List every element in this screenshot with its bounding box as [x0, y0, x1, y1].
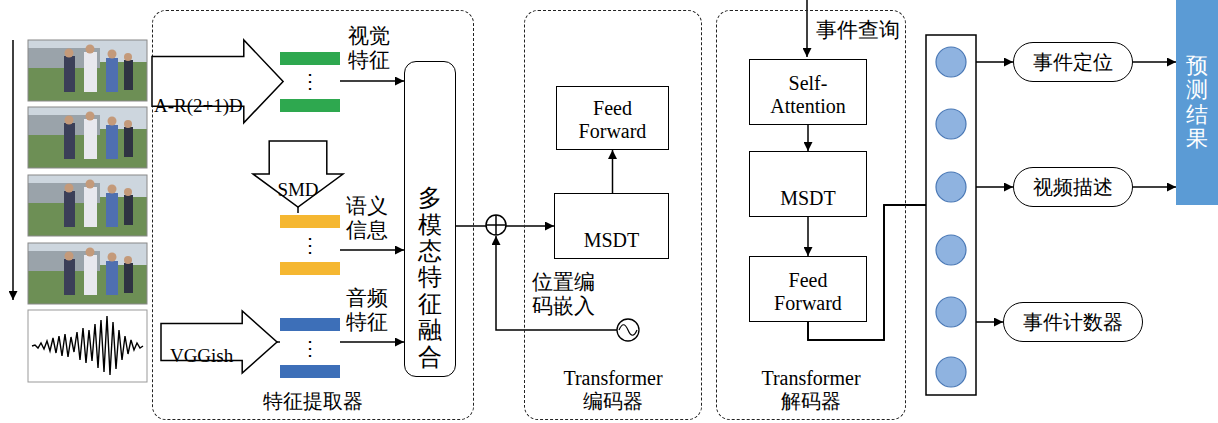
node-label: Self-Attention — [760, 72, 856, 118]
process-box: Self-Attention — [749, 59, 867, 125]
process-box: MSDT — [554, 193, 669, 259]
label-wrap: 事件计数器 — [1004, 303, 1142, 341]
node-label: VGGish — [170, 345, 233, 367]
group-box: Transformer 编码器 Feed ForwardMSDT — [524, 10, 702, 420]
label-wrap: 特征提取器 — [153, 390, 473, 413]
label-wrap: VGGish — [161, 345, 242, 367]
label-wrap: 预测结果 — [1176, 0, 1218, 205]
block-arrow: A-R(2+1)D — [152, 40, 283, 123]
connector — [612, 150, 614, 193]
label-wrap: 多模态特征融合 — [405, 185, 455, 370]
time-arrow — [13, 40, 14, 300]
label-wrap: Transformer 编码器 — [525, 367, 701, 413]
block-arrow: VGGish — [161, 311, 277, 373]
video-frames — [28, 40, 147, 304]
semantic-feature-bars — [280, 213, 340, 277]
connector — [807, 217, 809, 256]
arrow-outline — [253, 141, 343, 207]
result-box: 预测结果 — [1176, 0, 1218, 205]
label-wrap: A-R(2+1)D — [152, 95, 244, 117]
node-label: 特征提取器 — [263, 390, 363, 413]
node-label: Feed Forward — [572, 97, 654, 143]
node-label: 视频描述 — [1033, 176, 1113, 199]
fusion-box: 多模态特征融合 — [404, 61, 456, 377]
connector — [1133, 61, 1176, 63]
connector — [807, 125, 809, 151]
group-box: Transformer 解码器 Self-AttentionMSDT Feed Fo… — [716, 10, 906, 420]
visual-feature-bars — [280, 50, 340, 114]
node-label: 事件定位 — [1033, 51, 1113, 74]
arrow-outline — [152, 40, 283, 123]
label-wrap: Feed Forward — [557, 97, 668, 143]
annotation-label: 视觉特征 — [348, 24, 394, 72]
label-wrap: Self-Attention — [750, 72, 866, 118]
ellipsis-mark: ⋮ — [300, 68, 320, 94]
node-label: MSDT — [584, 229, 640, 252]
ellipsis-mark: ⋮ — [300, 232, 320, 258]
audio-waveform — [28, 310, 147, 382]
node-label: Transformer 编码器 — [557, 367, 669, 413]
output-box: 事件计数器 — [1003, 302, 1143, 342]
connector — [1133, 186, 1176, 188]
sum-symbol — [486, 215, 506, 235]
annotation-label: 音频特征 — [346, 286, 392, 334]
arrow-outline — [161, 311, 277, 373]
event-query-arrow — [807, 0, 808, 57]
node-label: A-R(2+1)D — [154, 95, 243, 117]
node-label: MSDT — [780, 187, 836, 210]
output-column — [926, 35, 976, 395]
node-label: Feed Forward — [767, 269, 849, 315]
node-label: 多模态特征融合 — [418, 185, 442, 370]
annotation-label: 事件查询 — [816, 18, 900, 42]
label-wrap: SMD — [253, 179, 343, 201]
process-box: Feed Forward — [749, 256, 867, 322]
label-wrap: Feed Forward — [750, 269, 866, 315]
label-wrap: Transformer 解码器 — [717, 367, 905, 413]
label-wrap: 事件定位 — [1014, 43, 1132, 81]
label-wrap: MSDT — [555, 229, 668, 252]
node-label: Transformer 解码器 — [755, 367, 867, 413]
output-box: 视频描述 — [1013, 167, 1133, 207]
ellipsis-mark: ⋮ — [300, 335, 320, 361]
node-label: 预测结果 — [1186, 54, 1208, 151]
label-wrap: 视频描述 — [1014, 168, 1132, 206]
node-label: 事件计数器 — [1023, 311, 1123, 334]
annotation-label: 语义信息 — [346, 194, 392, 242]
node-label: SMD — [277, 179, 318, 201]
annotation-label: 位置编码嵌入 — [532, 270, 600, 318]
process-box: MSDT — [749, 151, 867, 217]
process-box: Feed Forward — [556, 86, 669, 150]
label-wrap: MSDT — [750, 187, 866, 210]
block-arrow: SMD — [253, 141, 343, 207]
audio-feature-bars — [280, 316, 340, 380]
output-box: 事件定位 — [1013, 42, 1133, 82]
